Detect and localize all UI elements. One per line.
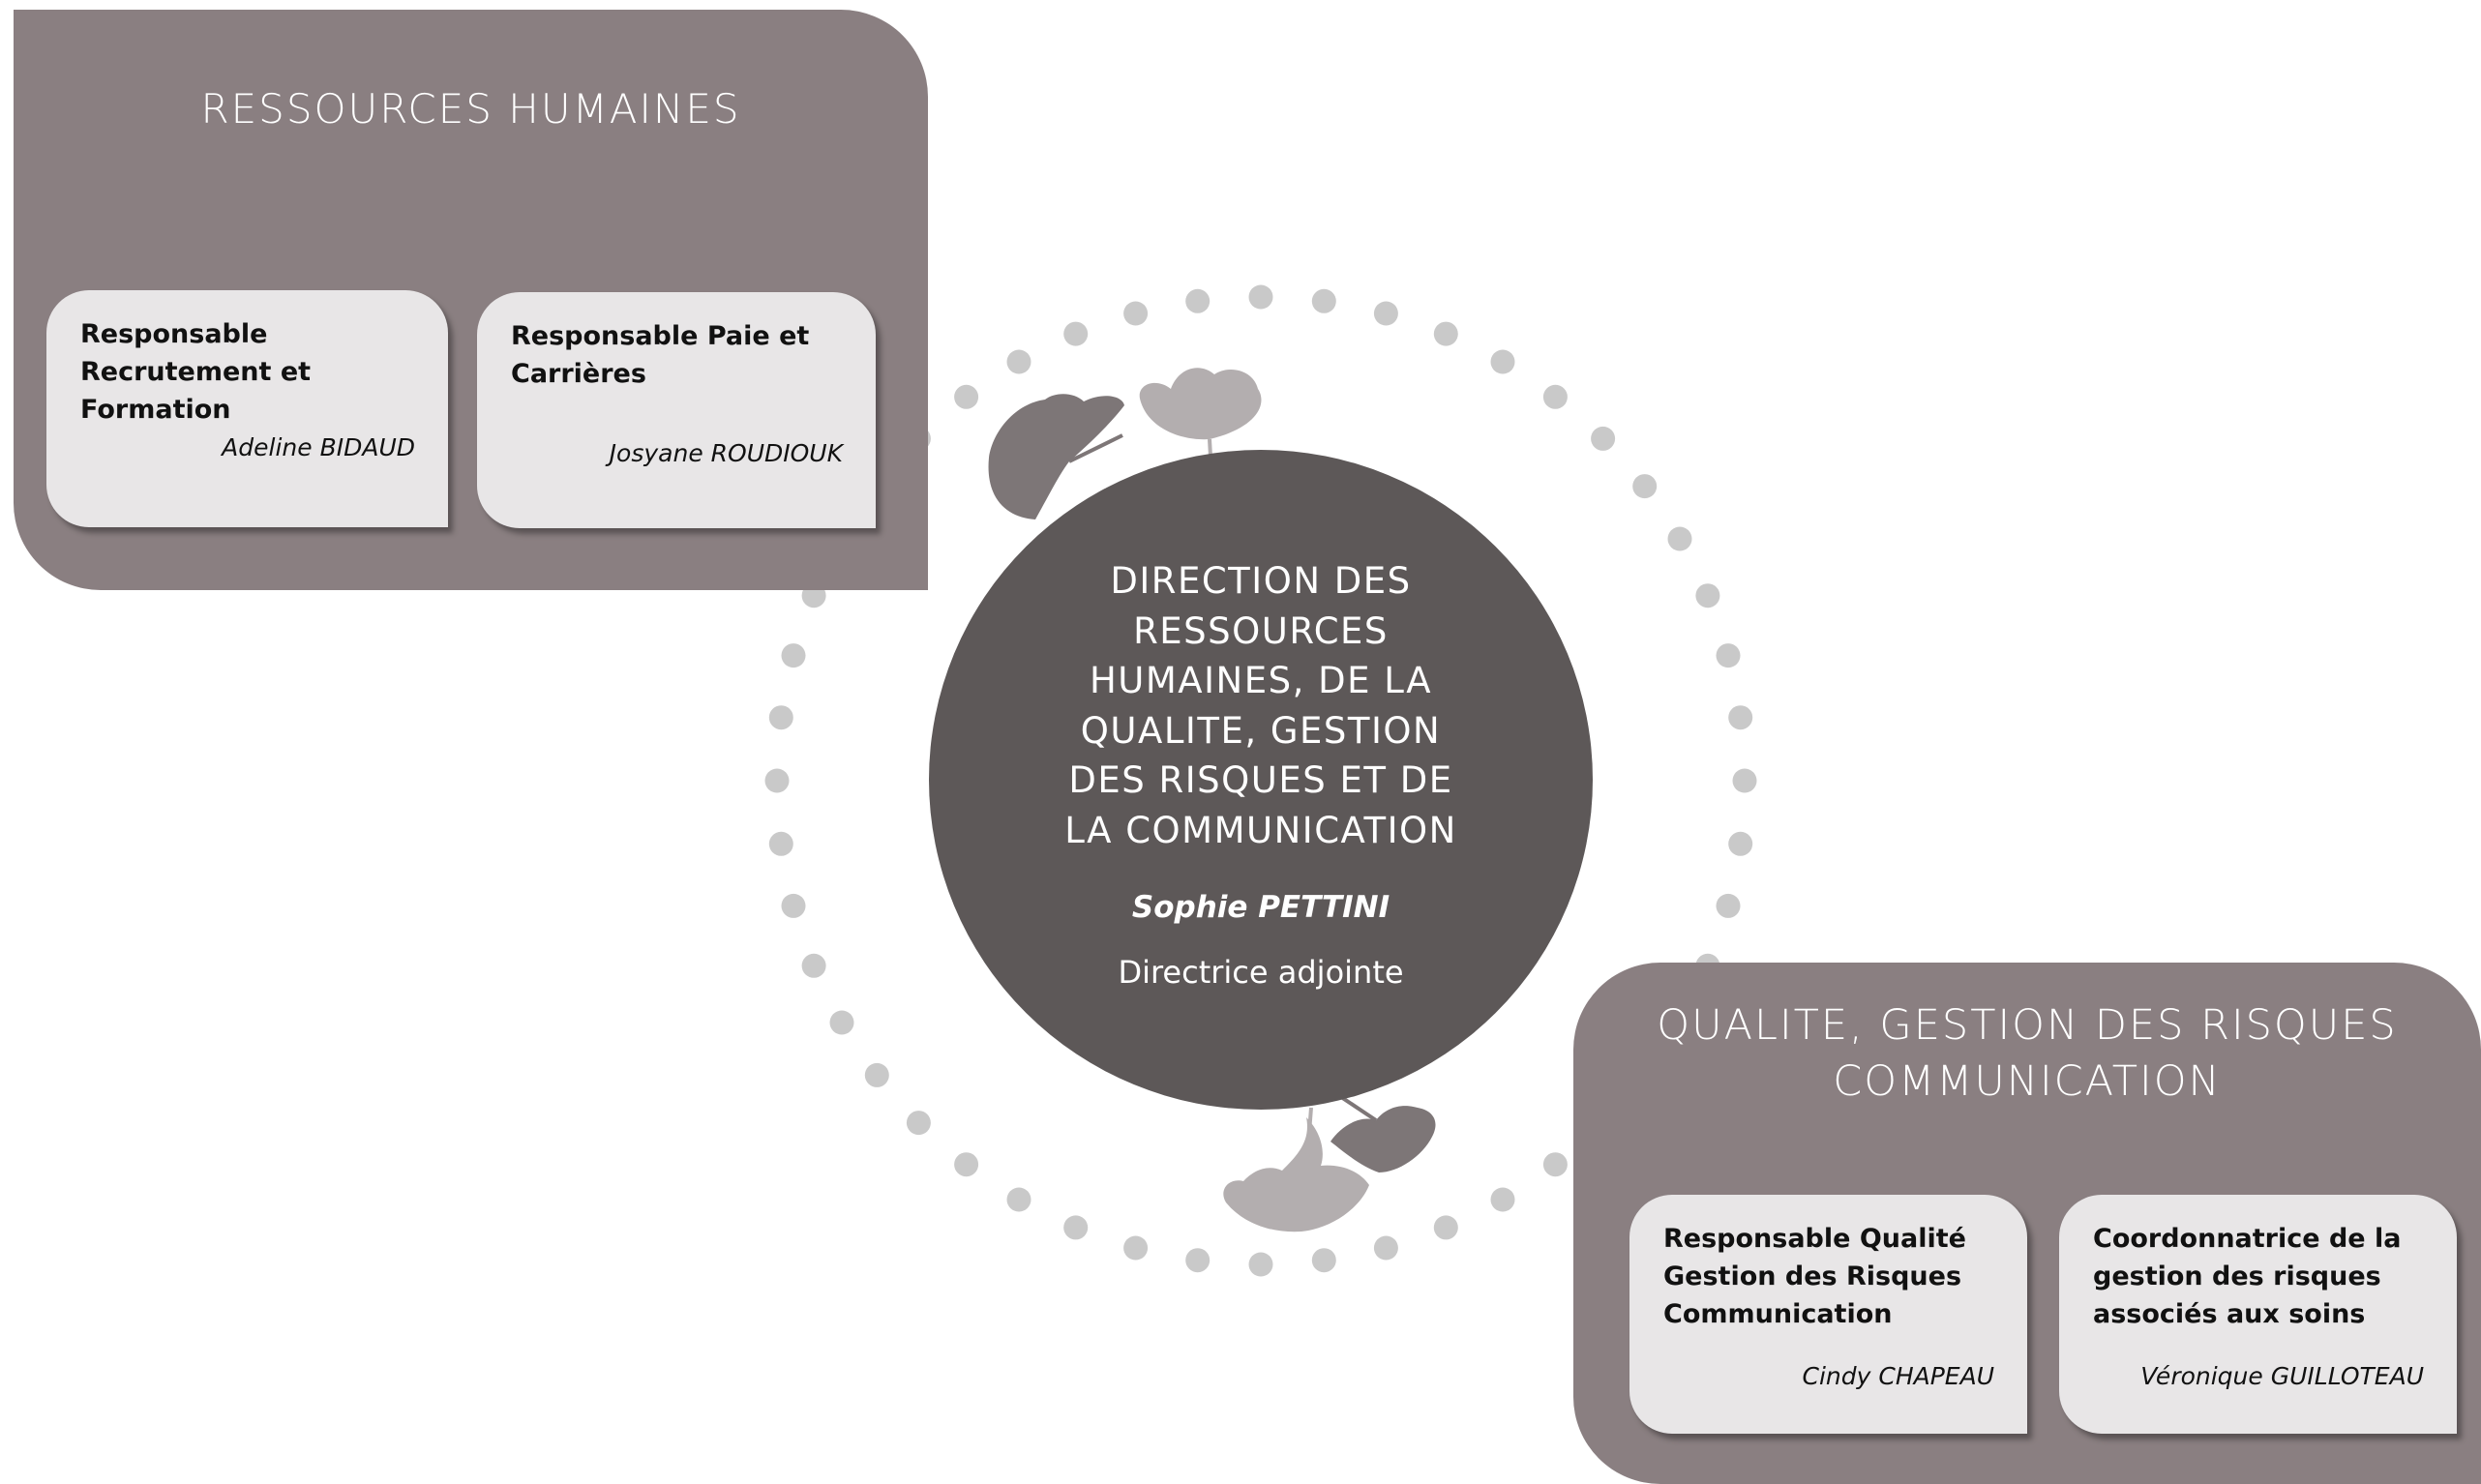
ring-dot — [829, 1010, 854, 1035]
ring-dot — [1490, 1187, 1515, 1212]
ring-dot — [1311, 1248, 1336, 1273]
ring-dot — [1716, 893, 1741, 918]
ring-dot — [801, 953, 826, 978]
card-person-name: Véronique GUILLOTEAU — [2140, 1362, 2424, 1390]
ring-dot — [1311, 288, 1336, 313]
ring-dot — [768, 705, 793, 730]
ring-dot — [1542, 384, 1568, 409]
ginkgo-leaf-icon — [988, 394, 1124, 519]
card-role: Responsable Paie et Carrières — [511, 321, 810, 389]
ring-dot — [1433, 1215, 1458, 1240]
ring-dot — [1123, 301, 1149, 326]
card-role: Responsable Recrutement et Formation — [80, 319, 312, 425]
card-role: Coordonnatrice de la gestion des risques… — [2093, 1224, 2402, 1329]
ring-dot — [1728, 831, 1753, 856]
card-recrutement-formation: Responsable Recrutement et Formation Ade… — [46, 290, 448, 527]
direction-title: DIRECTION DES RESSOURCES HUMAINES, DE LA… — [1064, 560, 1457, 851]
card-qualite-risques: Responsable Qualité Gestion des Risques … — [1629, 1195, 2027, 1434]
ring-dot — [1632, 474, 1658, 499]
ring-dot — [1006, 1187, 1031, 1212]
ring-dot — [1123, 1235, 1149, 1261]
card-paie-carrieres: Responsable Paie et Carrières Josyane RO… — [477, 292, 876, 528]
card-coordonnatrice-risques: Coordonnatrice de la gestion des risques… — [2059, 1195, 2457, 1434]
ring-dot — [1006, 349, 1031, 374]
ginkgo-leaf-icon — [1223, 1107, 1369, 1232]
ring-dot — [1732, 768, 1757, 793]
ring-dot — [864, 1062, 889, 1087]
card-person-name: Cindy CHAPEAU — [1802, 1362, 1995, 1390]
ring-dot — [1185, 1248, 1211, 1273]
qualite-panel: QUALITE, GESTION DES RISQUES COMMUNICATI… — [1573, 963, 2481, 1484]
direction-circle: DIRECTION DES RESSOURCES HUMAINES, DE LA… — [929, 450, 1593, 1110]
card-role: Responsable Qualité Gestion des Risques … — [1663, 1224, 1966, 1329]
ring-dot — [1542, 1152, 1568, 1177]
ring-dot — [1591, 426, 1616, 451]
director-name: Sophie PETTINI — [1131, 890, 1390, 925]
ring-dot — [1667, 526, 1692, 551]
ressources-humaines-title: RESSOURCES HUMAINES — [200, 85, 741, 133]
ring-dot — [1695, 583, 1720, 608]
ring-dot — [1433, 321, 1458, 346]
ring-dot — [1728, 705, 1753, 730]
card-person-name: Josyane ROUDIOUK — [609, 439, 843, 467]
ring-dot — [1063, 321, 1089, 346]
card-person-name: Adeline BIDAUD — [222, 433, 415, 461]
ring-dot — [1373, 1235, 1398, 1261]
ring-dot — [1373, 301, 1398, 326]
ring-dot — [768, 831, 793, 856]
ring-dot — [781, 893, 806, 918]
ring-dot — [1185, 288, 1211, 313]
ring-dot — [781, 643, 806, 668]
ring-dot — [906, 1111, 931, 1136]
ring-dot — [764, 768, 790, 793]
ring-dot — [1490, 349, 1515, 374]
ressources-humaines-panel: RESSOURCES HUMAINES Responsable Recrutem… — [14, 10, 928, 590]
ring-dot — [1248, 1252, 1273, 1277]
ring-dot — [1248, 284, 1273, 310]
ring-dot — [1716, 643, 1741, 668]
ring-dot — [954, 1152, 979, 1177]
qualite-title: QUALITE, GESTION DES RISQUES COMMUNICATI… — [1657, 1001, 2398, 1106]
ring-dot — [1063, 1215, 1089, 1240]
director-role: Directrice adjointe — [1118, 954, 1404, 991]
ring-dot — [954, 384, 979, 409]
